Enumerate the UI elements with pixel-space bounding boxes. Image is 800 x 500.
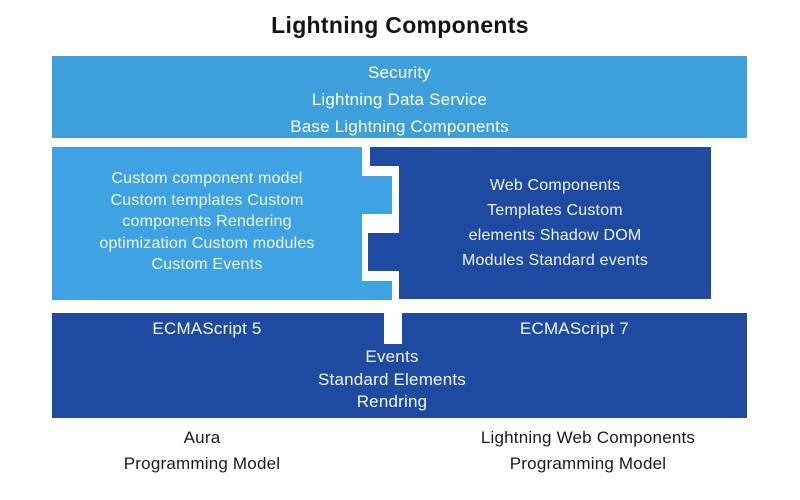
foundation-bar-notch: [384, 313, 402, 344]
ecmascript5-label: ECMAScript 5: [152, 319, 262, 338]
lwc-programming-model-label: Lightning Web Components Programming Mod…: [480, 428, 696, 473]
aura-model-puzzle-box: Custom component model Custom templates …: [52, 147, 392, 300]
shared-services-bar-text: Security Lightning Data Service Base Lig…: [290, 63, 509, 136]
shared-services-bar: Security Lightning Data Service Base Lig…: [52, 56, 747, 138]
diagram-title: Lightning Components: [271, 12, 529, 38]
ecmascript-foundation-bar: ECMAScript 5 ECMAScript 7 Events Standar…: [52, 313, 747, 418]
aura-programming-model-label: Aura Programming Model: [123, 428, 281, 473]
web-components-puzzle-box: Web Components Templates Custom elements…: [368, 147, 711, 299]
aura-model-puzzle-box-text: Custom component model Custom templates …: [99, 170, 315, 273]
web-components-puzzle-box-text: Web Components Templates Custom elements…: [461, 177, 649, 269]
foundation-shared-features-text: Events Standard Elements Rendring: [318, 347, 466, 411]
ecmascript7-label: ECMAScript 7: [519, 319, 630, 338]
